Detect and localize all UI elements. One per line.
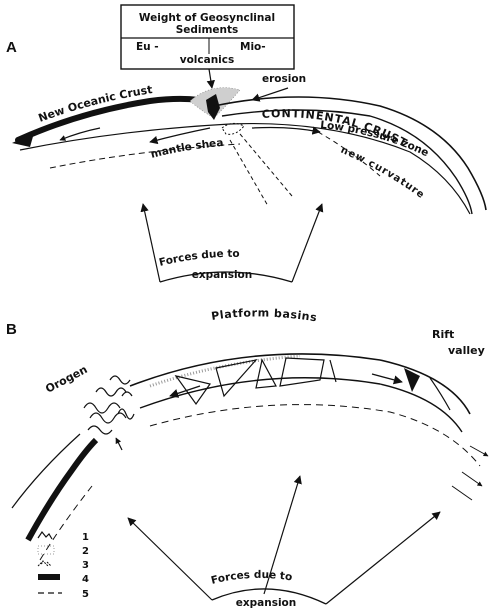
force-arrow-b-center — [263, 475, 302, 595]
legend-item-1: 1 — [37, 530, 89, 543]
legend-number-3: 3 — [82, 560, 89, 571]
crust-top-b — [129, 353, 471, 415]
outer-arrow-2 — [461, 471, 483, 487]
erosion-arrow — [251, 87, 289, 102]
shear-dash-1 — [229, 139, 269, 207]
legend-item-2: 2 — [37, 545, 89, 557]
oceanic-crust-bar-b — [25, 437, 99, 542]
force-arrow-b-left — [127, 517, 213, 601]
box-mio: Mio- — [240, 41, 266, 53]
outer-line-3 — [451, 485, 473, 501]
legend-number-1: 1 — [82, 532, 89, 543]
rift-graben — [404, 368, 420, 392]
mantle-line-upper — [19, 122, 471, 215]
legend-symbol-volcanic — [37, 560, 52, 567]
erosion-label: erosion — [262, 73, 306, 85]
forces-b-line1: Forces due to — [210, 569, 293, 587]
forces-a-line2: expansion — [192, 269, 253, 281]
rift-valley-label-2: valley — [448, 344, 485, 357]
orogen-arrow — [115, 437, 123, 451]
legend-item-3: 3 — [37, 560, 89, 571]
panel-a: A Weight of Geosynclinal Sediments Eu - … — [0, 0, 487, 283]
shear-dash-2 — [239, 133, 293, 197]
box-title-line1: Weight of Geosynclinal — [139, 12, 275, 24]
shear-zone-dots — [221, 122, 245, 135]
forces-a-line1: Forces due to — [158, 248, 240, 269]
legend-number-5: 5 — [82, 589, 89, 600]
fault-block-3 — [255, 358, 277, 389]
mantle-dashed-b — [149, 404, 481, 467]
force-arrow-a-left — [140, 203, 161, 283]
fault-line-1 — [329, 359, 337, 383]
mantle-line-dashed — [49, 143, 241, 169]
legend-symbol-stipple — [37, 545, 55, 555]
force-arrow-a-right — [291, 203, 324, 283]
continental-crust-top — [213, 96, 487, 211]
panel-b: B Platform basins Orogen Rift valley — [6, 306, 489, 609]
fault-block-2 — [215, 359, 258, 398]
shear-arrow-right — [251, 126, 321, 135]
panel-b-letter: B — [6, 321, 17, 338]
orogen-label: Orogen — [43, 363, 89, 396]
weight-arrow — [206, 68, 215, 89]
force-arc-b — [211, 588, 327, 605]
continental-crust-base — [221, 109, 473, 215]
forces-b-line2: expansion — [236, 597, 297, 609]
force-arrow-b-right — [325, 511, 441, 605]
curvature-dashed-line — [317, 131, 381, 177]
sediment-weight-box: Weight of Geosynclinal Sediments Eu - Mi… — [120, 4, 295, 70]
force-arc-a — [159, 271, 293, 283]
fault-block-1 — [174, 375, 211, 406]
legend-symbol-thick-bar — [38, 574, 60, 580]
platform-basins-label: Platform basins — [210, 306, 318, 324]
fault-block-4 — [279, 357, 325, 387]
crust-arrow-right — [371, 373, 403, 385]
box-title-line2: Sediments — [176, 24, 239, 36]
ocean-flow-arrow — [59, 127, 101, 141]
panel-a-letter: A — [6, 39, 17, 56]
legend-number-4: 4 — [82, 574, 89, 585]
box-eu: Eu - — [136, 41, 159, 53]
rift-fault — [429, 377, 451, 411]
geosyncline-volcanics — [206, 94, 220, 120]
shear-arrow-left — [149, 127, 211, 145]
legend-item-4: 4 — [38, 574, 89, 585]
oceanic-line-b-1 — [11, 433, 81, 509]
oceanic-crust-tip — [12, 133, 34, 147]
outer-arrow-1 — [469, 445, 489, 457]
legend-item-5: 5 — [38, 589, 89, 600]
legend-number-2: 2 — [82, 546, 89, 557]
orogen-folds — [83, 375, 135, 435]
crust-base-b — [139, 377, 463, 433]
box-volcanics: volcanics — [180, 54, 235, 66]
legend: 1 2 3 4 5 — [37, 530, 89, 600]
legend-symbol-folds — [37, 530, 53, 540]
rift-valley-label-1: Rift — [432, 328, 454, 341]
crust-arrow-left — [169, 385, 201, 398]
